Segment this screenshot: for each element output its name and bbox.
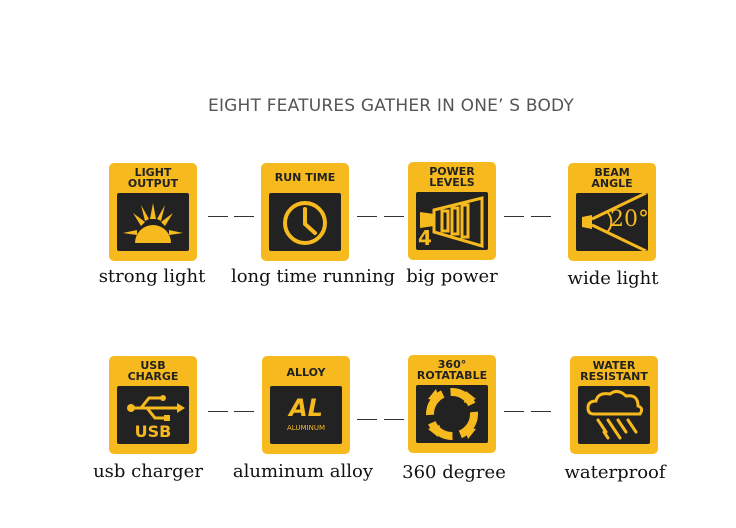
badge-label: BEAM ANGLE [591,166,633,190]
connector-dash [208,216,228,217]
feature-alloy: ALLOY AL ALUMINUM [262,356,352,454]
connector-dash [234,411,254,412]
badge-label: LIGHT OUTPUT [127,166,179,190]
usb-icon: USB [117,386,189,444]
badge: ALLOY AL ALUMINUM [262,356,350,454]
connector-dash [384,419,404,420]
flashlight-icon: 4 [416,192,488,250]
connector-dash [504,216,524,217]
caption-360-degree: 360 degree [402,462,506,483]
badge-label: USB CHARGE [127,359,179,383]
alloy-symbol: AL [289,394,323,422]
badge: BEAM ANGLE 20° [568,163,656,261]
usb-label: USB [134,422,172,441]
feature-beam-angle: BEAM ANGLE 20° [568,163,658,261]
beam-angle-icon: 20° [576,193,648,251]
alloy-icon: AL ALUMINUM [270,386,342,444]
badge-label: WATER RESISTANT [580,359,648,383]
badge: USB CHARGE USB [109,356,197,454]
clock-icon [269,193,341,251]
caption-wide-light: wide light [567,268,659,289]
power-level-number: 4 [418,226,432,250]
badge: WATER RESISTANT [570,356,658,454]
feature-light-output: LIGHT OUTPUT [109,163,199,261]
feature-usb-charge: USB CHARGE USB [109,356,199,454]
connector-dash [531,216,551,217]
feature-rotatable: 360° ROTATABLE [408,355,498,453]
angle-label: 20° [610,207,648,232]
caption-big-power: big power [406,266,498,287]
feature-power-levels: POWER LEVELS 4 [408,162,498,260]
badge-label: RUN TIME [274,171,336,184]
rain-cloud-icon [578,386,650,444]
caption-usb-charger: usb charger [93,461,203,482]
caption-waterproof: waterproof [564,462,666,483]
connector-dash [504,411,524,412]
feature-run-time: RUN TIME [261,163,351,261]
connector-dash [234,216,254,217]
alloy-subtext: ALUMINUM [287,424,325,432]
sun-icon [117,193,189,251]
connector-dash [208,411,228,412]
connector-dash [357,419,377,420]
connector-dash [531,411,551,412]
caption-aluminum-alloy: aluminum alloy [232,461,374,482]
rotate-icon [416,385,488,443]
badge: POWER LEVELS 4 [408,162,496,260]
page-title: EIGHT FEATURES GATHER IN ONE’ S BODY [208,96,574,116]
caption-long-time-running: long time running [230,266,396,287]
badge-label: ALLOY [286,366,326,379]
badge: LIGHT OUTPUT [109,163,197,261]
connector-dash [384,216,404,217]
badge: RUN TIME [261,163,349,261]
caption-strong-light: strong light [98,266,206,287]
badge-label: 360° ROTATABLE [416,358,488,382]
badge-label: POWER LEVELS [429,165,475,189]
feature-water-resistant: WATER RESISTANT [570,356,660,454]
connector-dash [357,216,377,217]
badge: 360° ROTATABLE [408,355,496,453]
